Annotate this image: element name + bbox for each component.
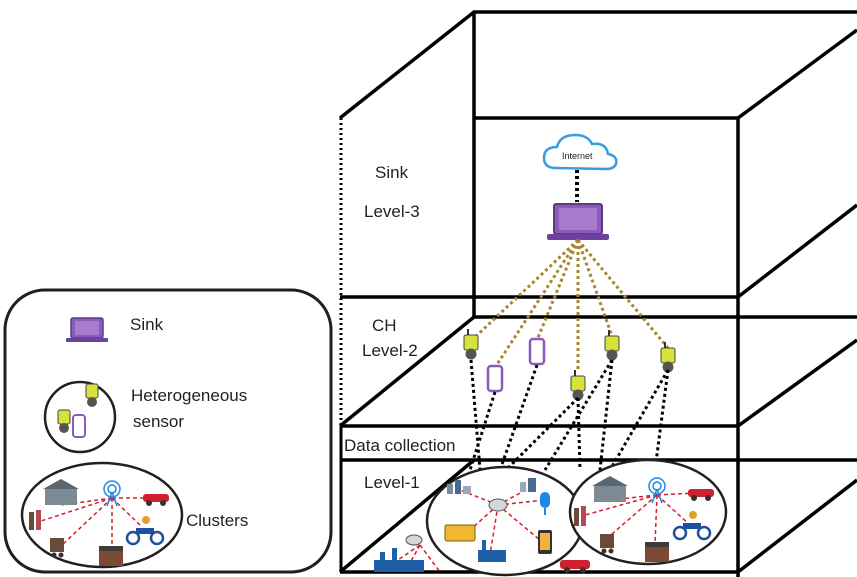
motorbike-icon: [672, 511, 712, 541]
legend-motorbike-icon: [125, 516, 165, 546]
car-icon: [688, 489, 714, 501]
legend-panel: Sink Heterogeneous sensor: [3, 288, 333, 574]
bus-icon: [444, 524, 476, 542]
ch-to-sink-links: [470, 238, 670, 372]
level1-name: Level-1: [364, 473, 420, 492]
legend-sink-label: Sink: [130, 315, 164, 334]
tower-icon: [648, 477, 666, 504]
ch-phone-icon: [528, 337, 546, 366]
legend-sensor-node-icon: [57, 409, 71, 433]
cluster-a: [374, 534, 441, 573]
ch-sensor-node-icon: [570, 370, 586, 401]
level3-name: Level-3: [364, 202, 420, 221]
top-face: [338, 10, 857, 120]
legend-sensor-label-line1: Heterogeneous: [131, 386, 247, 405]
stroller-icon: [600, 534, 614, 554]
microphone-icon: [540, 492, 550, 515]
legend-sensor-node-icon: [85, 383, 99, 407]
cluster-b: [425, 465, 585, 577]
level3-title: Sink: [375, 163, 409, 182]
legend-phone-icon: [72, 414, 86, 438]
smart-city-icon: [447, 480, 471, 494]
ch-phone-icon: [486, 364, 504, 393]
sink-laptop-icon: [547, 203, 609, 240]
factory-icon: [374, 548, 424, 572]
legend-sensor-label-line2: sensor: [133, 412, 184, 431]
legend-stroller-icon: [50, 538, 64, 558]
ch-sensor-node-icon: [604, 330, 620, 361]
legend-shop-icon: [99, 546, 123, 566]
internet-cloud-icon: [542, 133, 618, 171]
satellite-dish-icon: [488, 498, 508, 512]
legend-clusters-label: Clusters: [186, 511, 248, 530]
ch-sensor-node-icon: [463, 329, 479, 360]
internet-label: Internet: [562, 151, 593, 161]
legend-building-icon: [43, 479, 79, 505]
level1-title: Data collection: [344, 436, 456, 455]
ch-sensor-node-icon: [660, 342, 676, 373]
people-icon: [574, 506, 586, 526]
level2-title: CH: [372, 316, 397, 335]
car-icon: [560, 560, 590, 573]
legend-sink-laptop-icon: [66, 317, 108, 342]
level2-name: Level-2: [362, 341, 418, 360]
smart-city-icon: [520, 478, 536, 492]
shop-icon: [645, 542, 669, 562]
building-icon: [592, 476, 628, 502]
cluster-c: [568, 458, 728, 566]
mobile-map-icon: [538, 530, 552, 554]
factory-icon: [478, 540, 506, 562]
satellite-dish-icon: [405, 534, 423, 546]
legend-tower-icon: [103, 480, 121, 507]
legend-car-icon: [143, 494, 169, 506]
legend-people-icon: [29, 510, 41, 530]
